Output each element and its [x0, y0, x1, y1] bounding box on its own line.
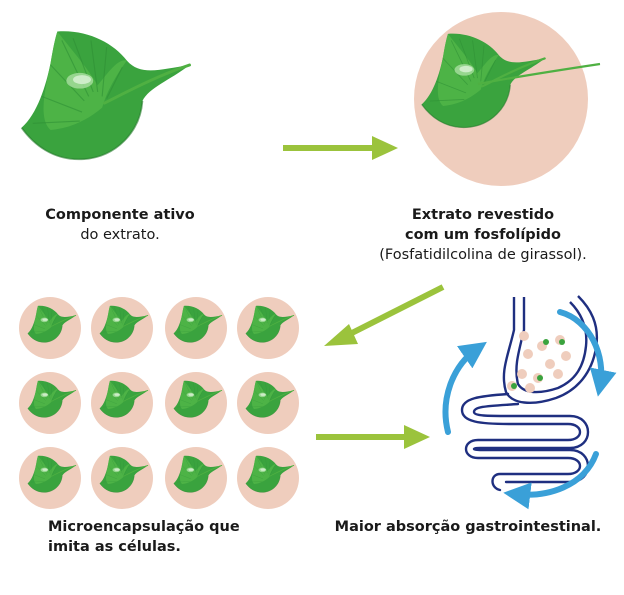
intestine-icon [442, 295, 617, 510]
caption-text: (Fosfatidilcolina de girassol). [379, 247, 587, 263]
capsule-icon [507, 331, 571, 393]
caption-title: Maior absorção gastrointestinal. [334, 519, 602, 535]
capsule-icon [414, 12, 601, 186]
caption-title-line1: Microencapsulação que [48, 519, 240, 535]
arrow-icon [316, 425, 430, 449]
caption-title-line2: com um fosfolípido [405, 227, 561, 243]
caption-absorption: Maior absorção gastrointestinal. [318, 517, 618, 537]
ginkgo-leaf-icon [20, 29, 191, 161]
caption-microencapsulation: Microencapsulação que imita as células. [48, 517, 308, 557]
caption-title-line1: Extrato revestido [411, 207, 555, 223]
caption-coated-extract: Extrato revestido com um fosfolípido (Fo… [350, 205, 616, 265]
caption-title: Componente ativo [45, 207, 195, 223]
caption-title-line2: imita as células. [48, 539, 181, 555]
arrow-icon [324, 284, 445, 346]
arrow-icon [283, 136, 398, 160]
caption-text: do extrato. [80, 227, 160, 243]
caption-active-component: Componente ativo do extrato. [10, 205, 230, 245]
capsule-grid [19, 297, 299, 509]
